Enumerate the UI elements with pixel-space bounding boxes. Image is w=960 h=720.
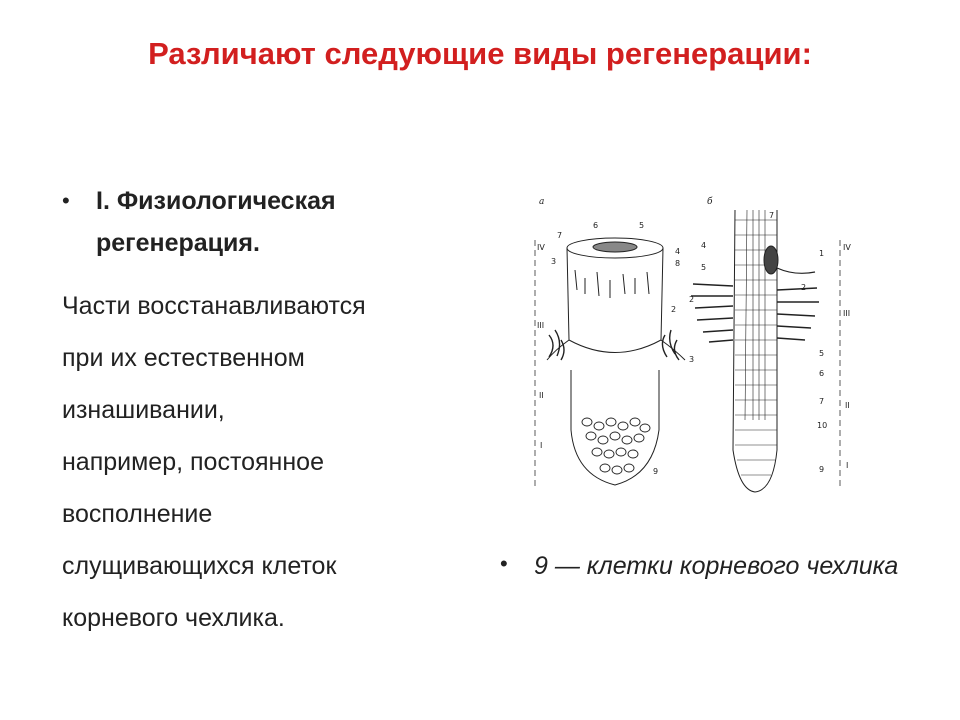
description-line: при их естественном (62, 344, 305, 372)
label-a: 7 (557, 231, 562, 240)
label-a: 4 (675, 247, 680, 256)
label-b: 2 (689, 295, 694, 304)
label-b: 9 (819, 465, 824, 474)
description-line: восполнение (62, 500, 213, 528)
label-a: 3 (551, 257, 556, 266)
label-b: 10 (817, 421, 827, 430)
label-b: 2 (801, 283, 806, 292)
panel-label-b: б (707, 196, 713, 207)
label-b: 7 (819, 397, 824, 406)
description-line: изнашивании, (62, 396, 225, 424)
slide-title: Различают следующие виды регенерации: (148, 36, 812, 71)
zone-label: III (537, 321, 544, 330)
label-a: 6 (593, 221, 598, 230)
zone-label: I (540, 441, 542, 450)
label-a: 9 (653, 467, 658, 476)
description-line: Части восстанавливаются (62, 292, 366, 320)
label-b: 7 (769, 211, 774, 220)
label-b: 5 (819, 349, 824, 358)
root-diagram-svg: а IV III II I 7 6 5 4 (534, 196, 851, 493)
label-b: 4 (701, 241, 706, 250)
label-b: 1 (819, 249, 824, 258)
label-b: 3 (689, 355, 694, 364)
root-drawing-a (546, 237, 686, 486)
zone-label: IV (843, 243, 851, 252)
description-paragraph: Части восстанавливаются при их естествен… (62, 280, 482, 644)
section-heading: I. Физиологическая регенерация. (96, 187, 336, 257)
figure-caption: 9 — клетки корневого чехлика (534, 552, 899, 580)
description-line: корневого чехлика. (62, 604, 285, 632)
bullet-dot-icon: • (500, 551, 508, 576)
bullet-dot-icon: • (62, 188, 70, 213)
label-b: 6 (819, 369, 824, 378)
label-a: 2 (671, 305, 676, 314)
description-line: например, постоянное (62, 448, 324, 476)
root-drawing-b (691, 209, 819, 493)
zone-label: II (539, 391, 544, 400)
label-b: 5 (701, 263, 706, 272)
panel-label-a: а (539, 197, 544, 207)
label-a: 8 (675, 259, 680, 268)
root-diagram-figure: а IV III II I 7 6 5 4 (525, 190, 865, 500)
zone-label: II (845, 401, 850, 410)
description-line: слущивающихся клеток (62, 552, 337, 580)
zone-label: III (843, 309, 850, 318)
zone-label: IV (537, 243, 545, 252)
zone-label: I (846, 461, 848, 470)
label-a: 5 (639, 221, 644, 230)
